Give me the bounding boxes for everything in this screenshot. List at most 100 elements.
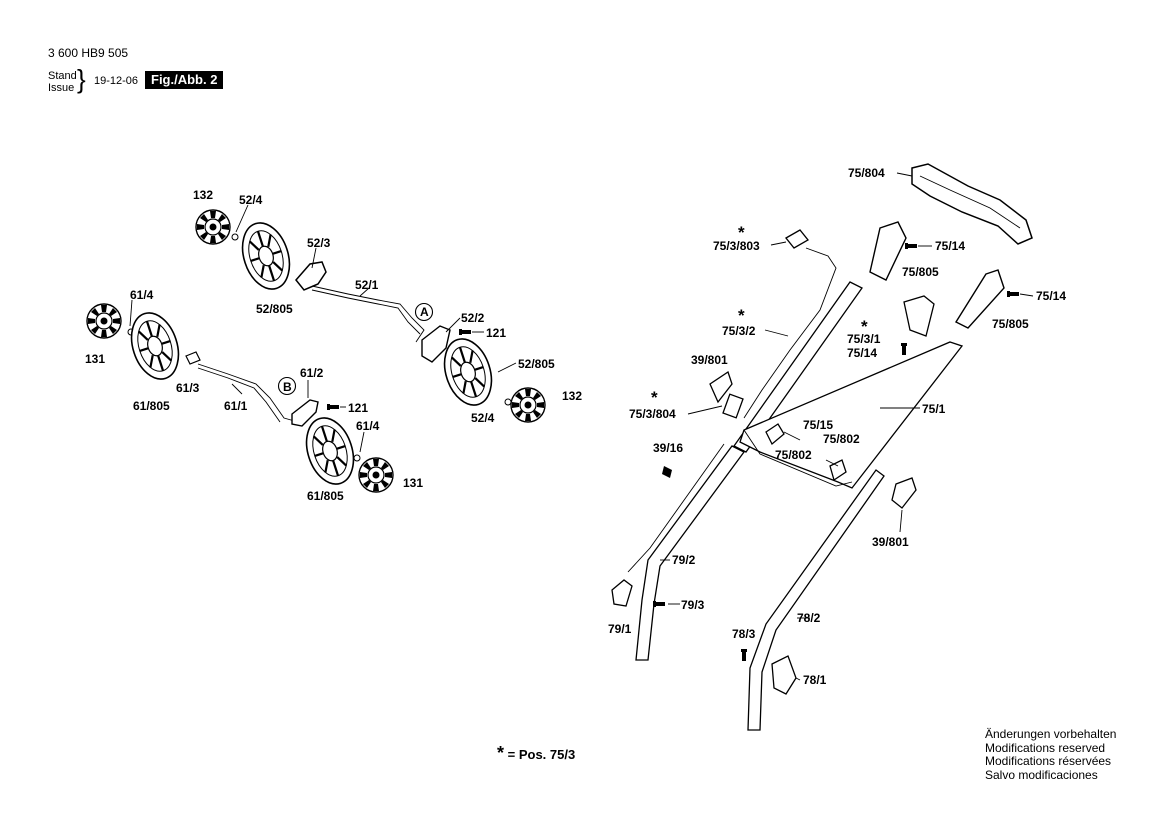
label-131-left: 131 [85,352,105,366]
label-ref-a: A [420,305,429,319]
knob-39-801-lower [891,477,917,509]
label-75-14-a: 75/14 [935,239,965,253]
label-75-14-c: 75/14 [847,346,877,360]
front-axle-assembly [86,303,394,493]
issue-label: Issue [48,82,75,94]
clamp-78-1 [771,655,797,695]
label-ref-b: B [283,380,292,394]
wheel-52-805-upper [233,215,299,297]
handle-assembly [611,163,1033,731]
lower-bar-75-1 [739,341,964,489]
note-es: Salvo modificaciones [985,767,1098,782]
label-75-15: 75/15 [803,418,833,432]
lower-bar-79-2 [635,445,745,661]
star-75-3-2: * [738,306,745,325]
bracket-75-802-upper [765,423,785,446]
screw-78-3 [741,649,747,661]
axle-52-1 [311,285,425,343]
label-75-3-803: 75/3/803 [713,239,760,253]
legend-text: = Pos. 75/3 [507,747,576,762]
label-121-upper: 121 [486,326,506,340]
label-78-3: 78/3 [732,627,756,641]
wheel-61-805-left [122,305,188,387]
cable-clip-75-3-803 [785,229,809,249]
clip-79-1 [611,579,633,607]
legend-star: * [497,743,505,763]
label-61-805-right: 61/805 [307,489,344,503]
callout-labels: 132 52/4 52/3 52/805 52/1 52/2 121 52/80… [85,166,1066,687]
ref-circle-a [414,302,434,322]
label-61-1: 61/1 [224,399,248,413]
ref-circle-b [277,376,297,396]
handle-top-75-804 [911,163,1033,245]
label-52-3: 52/3 [307,236,331,250]
label-75-802-b: 75/802 [775,448,812,462]
screw-75-14-a [905,243,917,249]
label-79-2: 79/2 [672,553,696,567]
bracket-61-2 [291,399,319,427]
bracket-75-802-lower [829,459,847,482]
label-61-4-left: 61/4 [130,288,154,302]
label-61-4-right: 61/4 [356,419,380,433]
bracket-52-2 [421,325,451,363]
handle-grip-detail [919,175,1021,229]
screw-75-14-b [1007,291,1019,297]
legend: * = Pos. 75/3 [497,743,575,764]
label-61-2: 61/2 [300,366,324,380]
washer-52-4-lower [504,398,512,406]
label-75-3-804: 75/3/804 [629,407,676,421]
upper-tube-75-805-right [954,269,1005,329]
lower-bar-loop [743,429,853,487]
label-75-804: 75/804 [848,166,885,180]
screw-121-lower [327,404,339,410]
label-75-3-1: 75/3/1 [847,332,881,346]
cable-lower [627,443,725,573]
hub-cap-131-right [358,457,394,493]
label-75-805-b: 75/805 [992,317,1029,331]
upper-bar-left [733,281,863,453]
axle-61-1 [197,363,299,423]
footer-notes: Änderungen vorbehalten Modifications res… [985,727,1117,782]
star-75-3-803: * [738,223,745,242]
lower-bar-78-2 [747,469,885,731]
label-61-805-left: 61/805 [133,399,170,413]
axle-cover-52-3 [295,261,327,291]
label-52-1: 52/1 [355,278,379,292]
label-132-upper: 132 [193,188,213,202]
label-78-2: 78/2 [797,611,821,625]
hub-cap-131-left [86,303,122,339]
label-39-16: 39/16 [653,441,683,455]
star-75-3-1: * [861,317,868,336]
stand-label: Stand [48,70,77,82]
screw-79-3 [653,601,665,607]
label-131-right: 131 [403,476,423,490]
label-52-4-lower: 52/4 [471,411,495,425]
washer-52-4-upper [231,233,239,241]
label-75-802-a: 75/802 [823,432,860,446]
screw-75-14-c [901,343,907,355]
cable-75-3-2 [743,247,837,419]
label-132-lower: 132 [562,389,582,403]
label-61-3: 61/3 [176,381,200,395]
label-52-805-lower: 52/805 [518,357,555,371]
label-75-3-2: 75/3/2 [722,324,756,338]
label-52-2: 52/2 [461,311,485,325]
upper-tube-75-805-left [869,221,907,281]
wheel-61-805-right [297,410,363,492]
label-79-1: 79/1 [608,622,632,636]
issue-date: 19-12-06 [94,75,139,87]
label-79-3: 79/3 [681,598,705,612]
leader-lines [129,172,1034,681]
switch-75-3-1 [903,295,935,337]
knob-39-801-upper [709,370,733,404]
clamp-75-3-804 [722,393,744,419]
screw-121-upper [459,329,471,335]
label-121-lower: 121 [348,401,368,415]
washer-61-4-right [353,454,361,462]
label-52-805-upper: 52/805 [256,302,293,316]
note-de: Änderungen vorbehalten [985,727,1117,741]
stand-issue-label: Stand Issue [48,70,77,94]
star-75-3-804: * [651,388,658,407]
figure-badge: Fig./Abb. 2 [145,71,224,89]
part-number: 3 600 HB9 505 [48,46,129,60]
